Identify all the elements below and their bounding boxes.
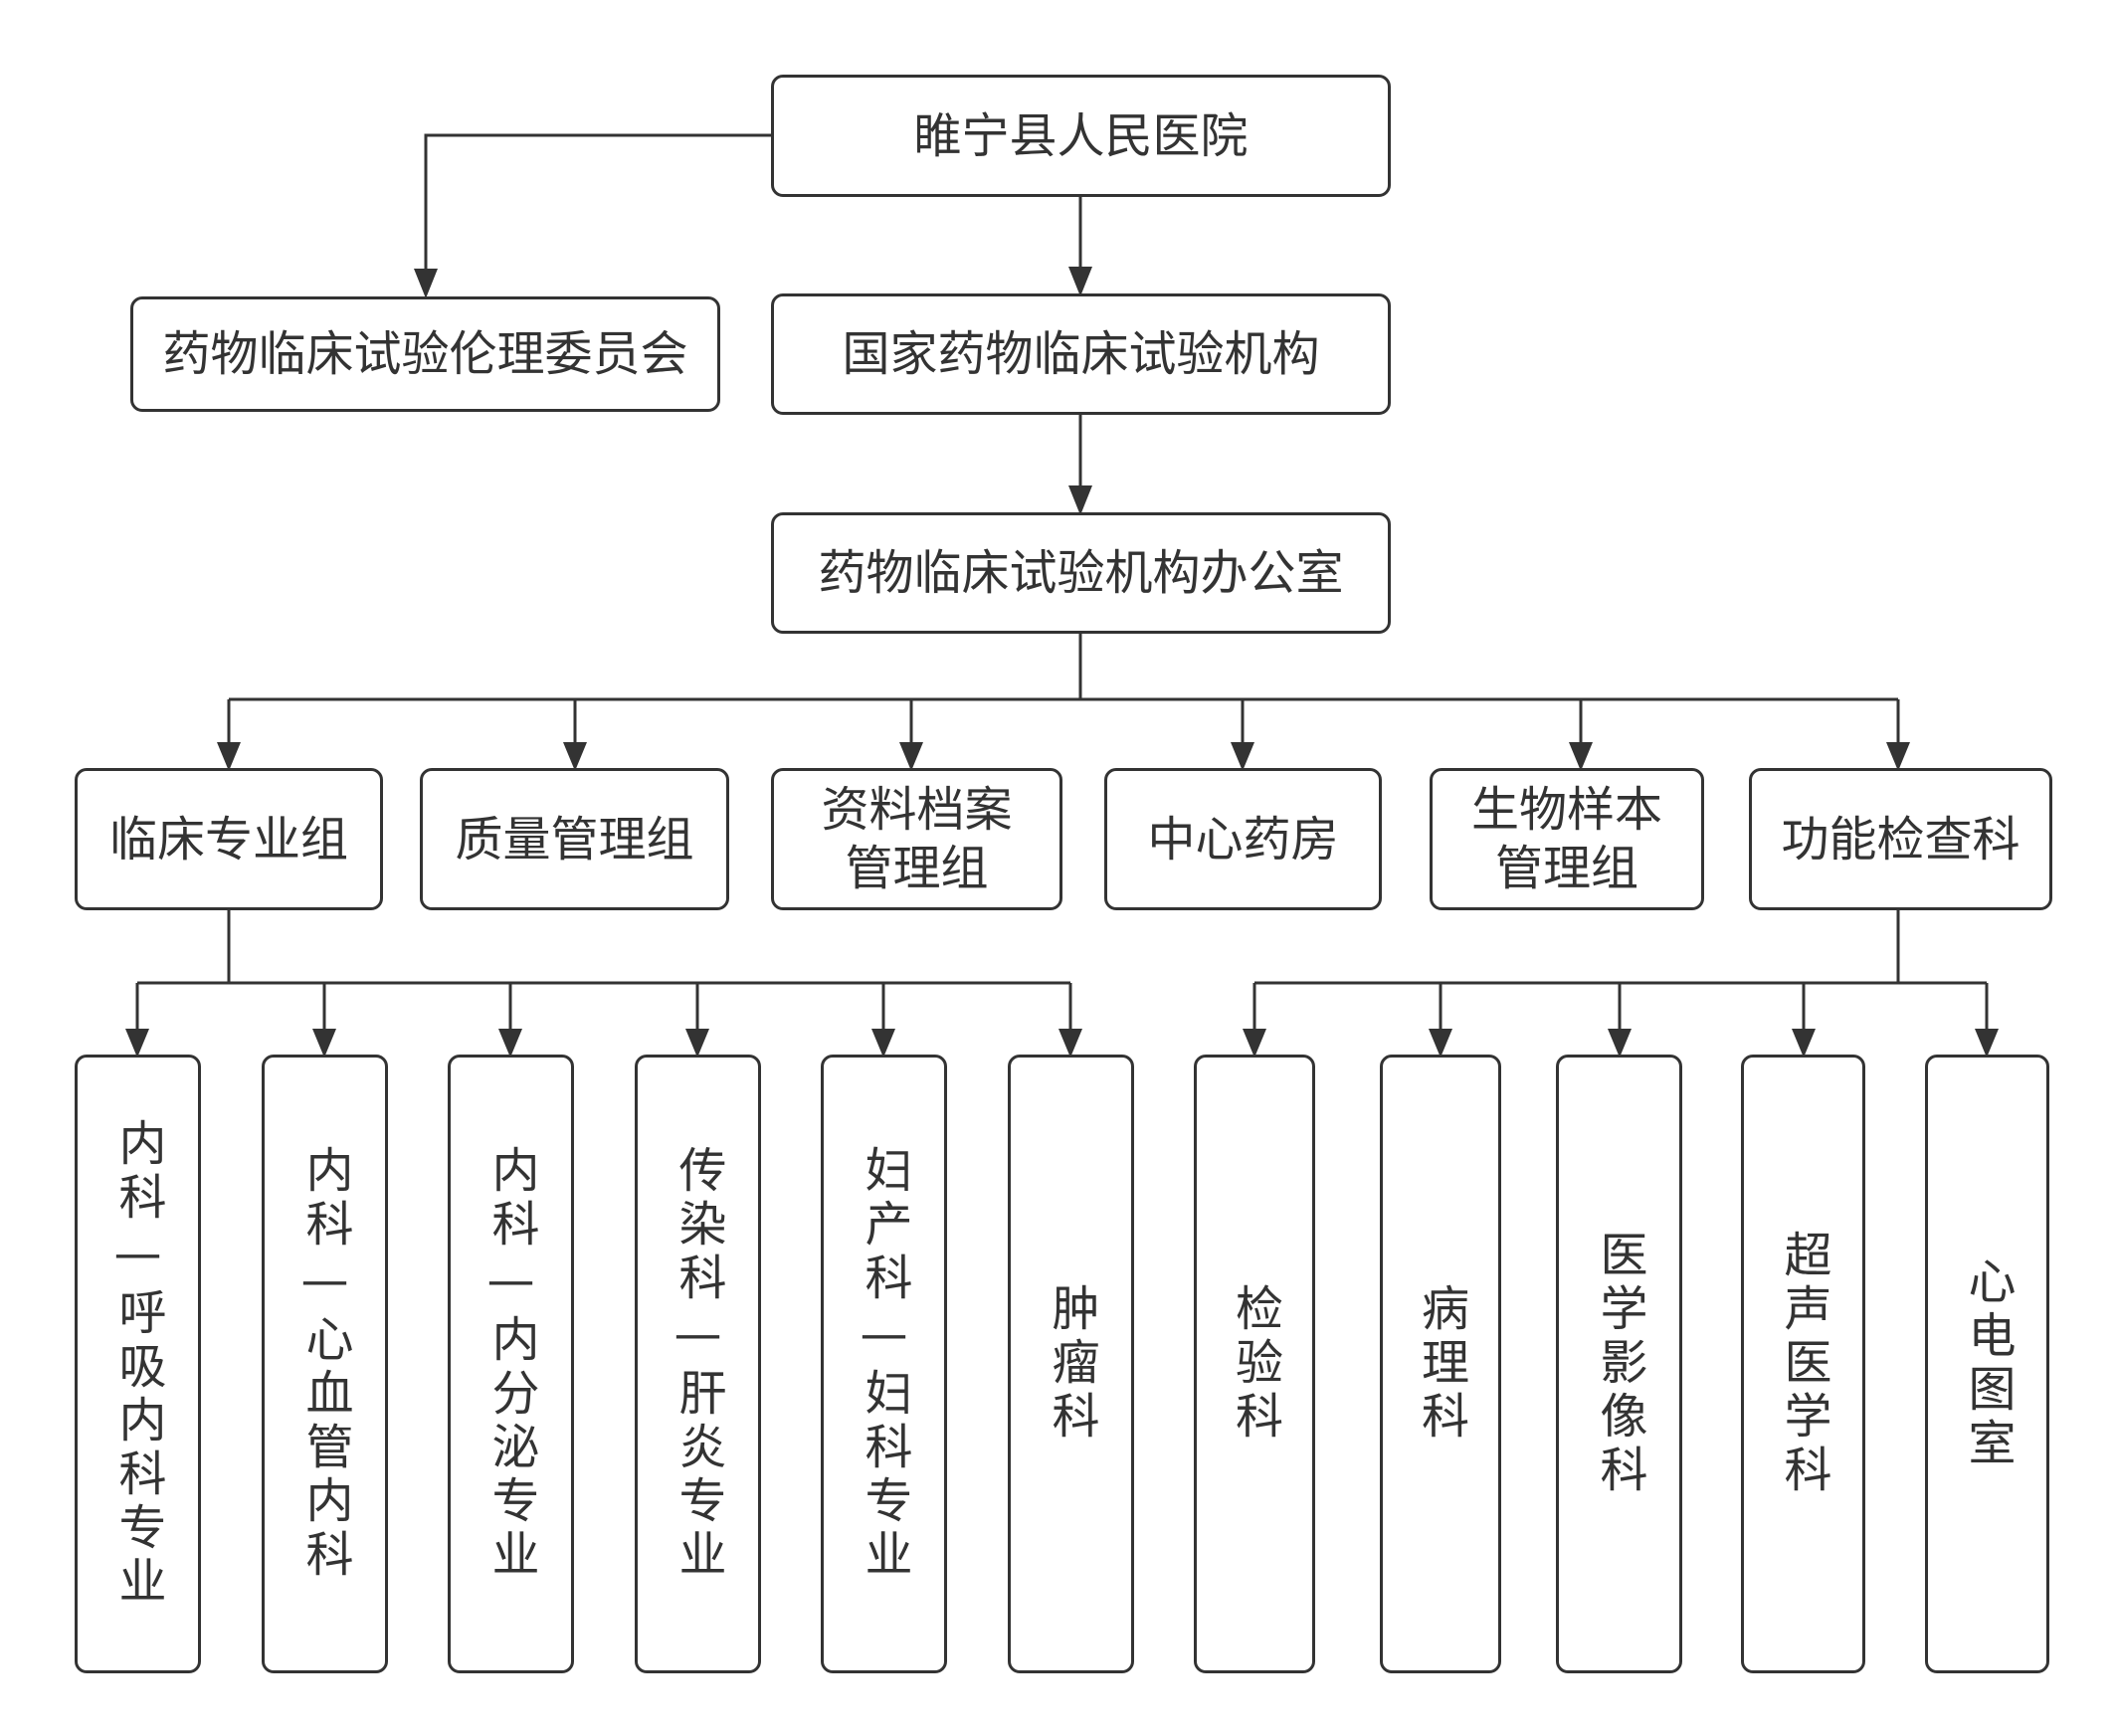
arrow-function bbox=[1886, 742, 1910, 771]
node-office-label: 药物临床试验机构办公室 bbox=[818, 545, 1344, 601]
node-institution-label: 国家药物临床试验机构 bbox=[842, 326, 1320, 382]
node-archive-group-label: 资料档案管理组 bbox=[821, 781, 1013, 896]
arrow-pathology bbox=[1429, 1029, 1452, 1058]
node-biosample-group: 生物样本管理组 bbox=[1430, 768, 1704, 910]
node-function-dept: 功能检查科 bbox=[1749, 768, 2052, 910]
edge-hospital-ethics bbox=[424, 133, 771, 281]
arrow-infect bbox=[685, 1029, 709, 1058]
node-infect-label: 传染科—肝炎专业 bbox=[670, 1145, 726, 1583]
arrow-office bbox=[1068, 485, 1092, 515]
node-pathology-label: 病理科 bbox=[1413, 1283, 1468, 1445]
arrow-oncology bbox=[1058, 1029, 1082, 1058]
node-quality-group: 质量管理组 bbox=[420, 768, 729, 910]
node-archive-group: 资料档案管理组 bbox=[771, 768, 1062, 910]
node-pharmacy: 中心药房 bbox=[1104, 768, 1382, 910]
arrow-ultrasound bbox=[1792, 1029, 1816, 1058]
arrow-resp bbox=[125, 1029, 149, 1058]
node-obgyn: 妇产科—妇科专业 bbox=[821, 1055, 947, 1673]
arrow-ethics bbox=[414, 269, 438, 298]
node-lab: 检验科 bbox=[1194, 1055, 1315, 1673]
node-cardio-label: 内科—心血管内科 bbox=[296, 1145, 353, 1583]
arrow-obgyn bbox=[871, 1029, 895, 1058]
node-hospital-label: 睢宁县人民医院 bbox=[913, 107, 1249, 164]
arrow-pharmacy bbox=[1231, 742, 1254, 771]
node-ethics-label: 药物临床试验伦理委员会 bbox=[162, 326, 688, 382]
node-ultrasound: 超声医学科 bbox=[1741, 1055, 1865, 1673]
node-clinical-group-label: 临床专业组 bbox=[108, 811, 348, 868]
arrow-clinical bbox=[217, 742, 241, 771]
node-biosample-group-label: 生物样本管理组 bbox=[1470, 781, 1662, 896]
arrow-cardio bbox=[312, 1029, 336, 1058]
node-office: 药物临床试验机构办公室 bbox=[771, 512, 1391, 634]
node-resp: 内科—呼吸内科专业 bbox=[75, 1055, 201, 1673]
node-pathology: 病理科 bbox=[1380, 1055, 1501, 1673]
node-lab-label: 检验科 bbox=[1227, 1283, 1282, 1445]
node-resp-label: 内科—呼吸内科专业 bbox=[109, 1118, 166, 1610]
node-ethics: 药物临床试验伦理委员会 bbox=[130, 296, 720, 412]
node-infect: 传染科—肝炎专业 bbox=[635, 1055, 761, 1673]
node-institution: 国家药物临床试验机构 bbox=[771, 293, 1391, 415]
node-ecg: 心电图室 bbox=[1925, 1055, 2049, 1673]
arrow-lab bbox=[1243, 1029, 1266, 1058]
arrow-endo bbox=[498, 1029, 522, 1058]
arrow-imaging bbox=[1608, 1029, 1632, 1058]
arrow-quality bbox=[563, 742, 587, 771]
node-hospital: 睢宁县人民医院 bbox=[771, 75, 1391, 197]
node-ecg-label: 心电图室 bbox=[1959, 1256, 2016, 1471]
node-quality-group-label: 质量管理组 bbox=[455, 811, 694, 868]
node-endo-label: 内科—内分泌专业 bbox=[482, 1145, 539, 1583]
arrow-archive bbox=[899, 742, 923, 771]
node-imaging: 医学影像科 bbox=[1556, 1055, 1682, 1673]
node-oncology: 肿瘤科 bbox=[1008, 1055, 1134, 1673]
node-endo: 内科—内分泌专业 bbox=[448, 1055, 574, 1673]
arrow-biosample bbox=[1569, 742, 1593, 771]
node-function-dept-label: 功能检查科 bbox=[1781, 811, 2020, 868]
node-cardio: 内科—心血管内科 bbox=[262, 1055, 388, 1673]
node-ultrasound-label: 超声医学科 bbox=[1775, 1230, 1831, 1498]
node-obgyn-label: 妇产科—妇科专业 bbox=[856, 1145, 912, 1583]
node-clinical-group: 临床专业组 bbox=[75, 768, 383, 910]
arrow-institution bbox=[1068, 267, 1092, 296]
arrow-ecg bbox=[1975, 1029, 1999, 1058]
node-pharmacy-label: 中心药房 bbox=[1147, 811, 1339, 868]
node-oncology-label: 肿瘤科 bbox=[1043, 1283, 1099, 1445]
node-imaging-label: 医学影像科 bbox=[1591, 1230, 1647, 1498]
